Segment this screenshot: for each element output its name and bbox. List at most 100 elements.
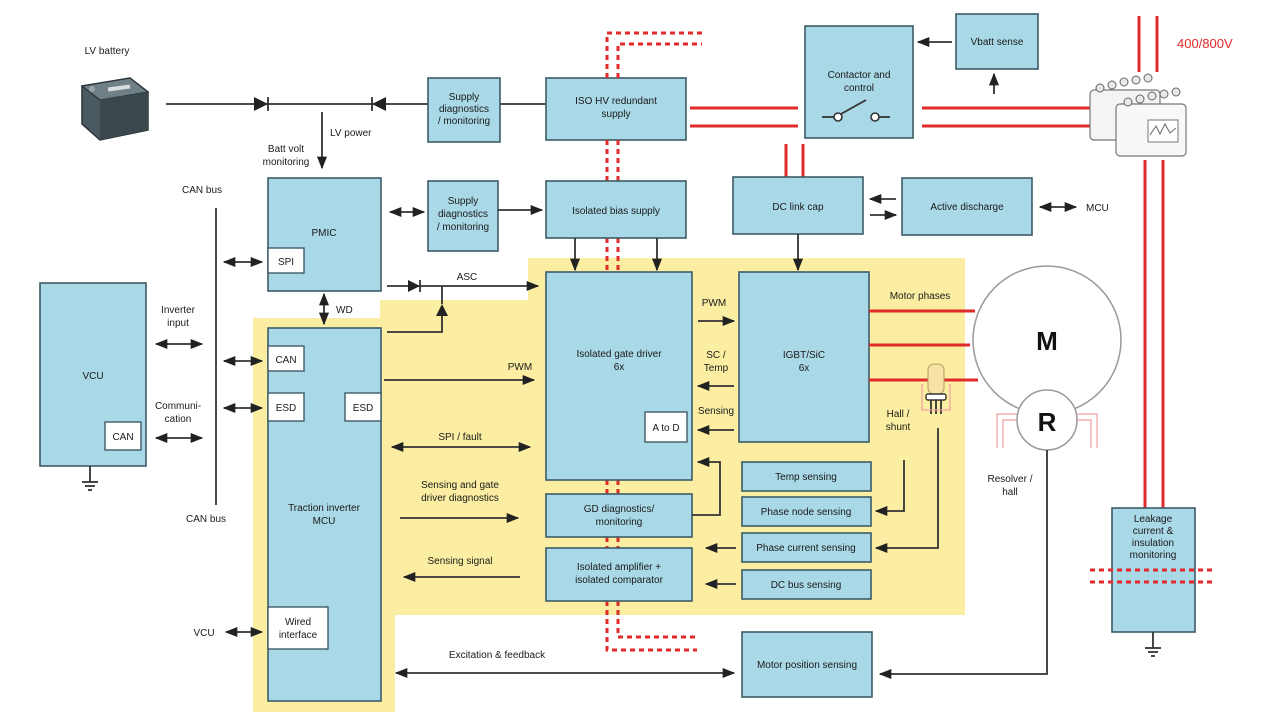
block-label: ESD [353, 403, 374, 414]
dc-bus-sensing-block [741, 569, 872, 600]
sensing-label: Sensing [698, 406, 734, 417]
block-label: Traction inverter [288, 503, 361, 514]
isolation-barrier [616, 42, 702, 78]
block-label: DC link cap [772, 202, 824, 213]
switch-icon [822, 99, 890, 122]
block-label: Supply [449, 92, 480, 103]
block-label: Isolated gate driver [576, 349, 662, 360]
can-bus-label-bottom: CAN bus [186, 514, 226, 525]
signal-label: Hall / [887, 409, 910, 420]
block-label: / monitoring [437, 222, 489, 233]
wd-label: WD [336, 305, 353, 316]
block-label: IGBT/SiC [783, 350, 825, 361]
mcu-wired-interface [267, 606, 329, 650]
block-label: Active discharge [930, 202, 1004, 213]
block-label: Contactor and [828, 70, 891, 81]
supply-diagnostics-block-1 [427, 77, 501, 143]
block-label: monitoring [1130, 550, 1177, 561]
block-label: Phase current sensing [756, 543, 856, 554]
excitation-label: Excitation & feedback [449, 650, 546, 661]
block-label: Wired [285, 617, 311, 628]
signal-label: shunt [886, 422, 911, 433]
ground-icon [82, 466, 98, 491]
block-label: CAN [112, 432, 133, 443]
block-label: control [844, 83, 874, 94]
block-label: SPI [278, 257, 294, 268]
resolver-label: R [1038, 407, 1057, 437]
block-label: diagnostics [438, 209, 488, 220]
diode-icon [408, 280, 420, 292]
block-label: ESD [276, 403, 297, 414]
block-label: Temp sensing [775, 472, 837, 483]
phase-current-sensing-block [741, 532, 872, 563]
signal-label: Sensing and gate [421, 480, 499, 491]
block-label: supply [602, 109, 631, 120]
signal-label: Resolver / [987, 474, 1032, 485]
signal-label: cation [165, 414, 192, 425]
signal-label: hall [1002, 487, 1018, 498]
block-label: 6x [799, 363, 810, 374]
hv-battery-pack-icon [1089, 73, 1187, 157]
block-label: ISO HV redundant [575, 96, 657, 107]
signal-label: Temp [704, 363, 729, 374]
block-label: diagnostics [439, 104, 489, 115]
igbt-sic-block [738, 271, 870, 443]
diode-icon [436, 304, 448, 316]
block-label: Isolated amplifier + [577, 562, 661, 573]
mcu-esd-right [344, 392, 382, 422]
signal-label: input [167, 318, 189, 329]
block-label: insulation [1132, 538, 1174, 549]
pmic-spi-port [267, 247, 305, 274]
sensing-signal-label: Sensing signal [427, 556, 492, 567]
motor-phases-label: Motor phases [890, 291, 951, 302]
block-label: GD diagnostics/ [584, 504, 655, 515]
pwm-mcu-label: PWM [508, 362, 532, 373]
mcu-esd-left [267, 392, 305, 422]
vcu-can-port [104, 421, 142, 451]
block-label: monitoring [596, 517, 643, 528]
iso-hv-supply-block [545, 77, 687, 141]
can-bus-label-top: CAN bus [182, 185, 222, 196]
block-label: A to D [652, 423, 679, 434]
voltage-label: 400/800V [1177, 36, 1233, 51]
ground-icon [1145, 632, 1161, 657]
hall-sensor-icon [921, 363, 951, 414]
active-discharge-block [901, 177, 1033, 236]
lv-power-label: LV power [330, 128, 372, 139]
motor-position-sensing-block [741, 631, 873, 698]
diode-icon [254, 97, 268, 111]
spi-fault-label: SPI / fault [438, 432, 482, 443]
vbatt-sense-block [955, 13, 1039, 70]
a-to-d-converter [644, 411, 688, 443]
pwm-gd-label: PWM [702, 298, 726, 309]
signal-label: Inverter [161, 305, 196, 316]
vcu-signal-label: VCU [193, 628, 214, 639]
signal-label: Communi- [155, 401, 201, 412]
lv-battery-label: LV battery [85, 46, 130, 57]
gd-diagnostics-block [545, 493, 693, 538]
asc-label: ASC [457, 272, 478, 283]
isolated-gate-driver-block [545, 271, 693, 481]
block-label: 6x [614, 362, 625, 373]
temp-sensing-block [741, 461, 872, 492]
block-label: Vbatt sense [971, 37, 1024, 48]
dc-link-cap-block [732, 176, 864, 235]
block-label: Supply [448, 196, 479, 207]
block-label: Phase node sensing [761, 507, 852, 518]
block-label: Isolated bias supply [572, 206, 660, 217]
isolation-barrier [605, 31, 702, 78]
lv-battery-icon [80, 77, 150, 141]
phase-node-sensing-block [741, 496, 872, 527]
isolated-amplifier-block [545, 547, 693, 602]
block-label: CAN [275, 355, 296, 366]
block-label: interface [279, 630, 318, 641]
batt-volt-label-2: monitoring [263, 157, 310, 168]
signal-label: SC / [706, 350, 726, 361]
block-label: isolated comparator [575, 575, 663, 586]
motor-label: M [1036, 326, 1058, 356]
block-label: DC bus sensing [771, 580, 842, 591]
block-label: VCU [82, 371, 103, 382]
block-label: Motor position sensing [757, 660, 857, 671]
mcu-can-port [267, 345, 305, 372]
